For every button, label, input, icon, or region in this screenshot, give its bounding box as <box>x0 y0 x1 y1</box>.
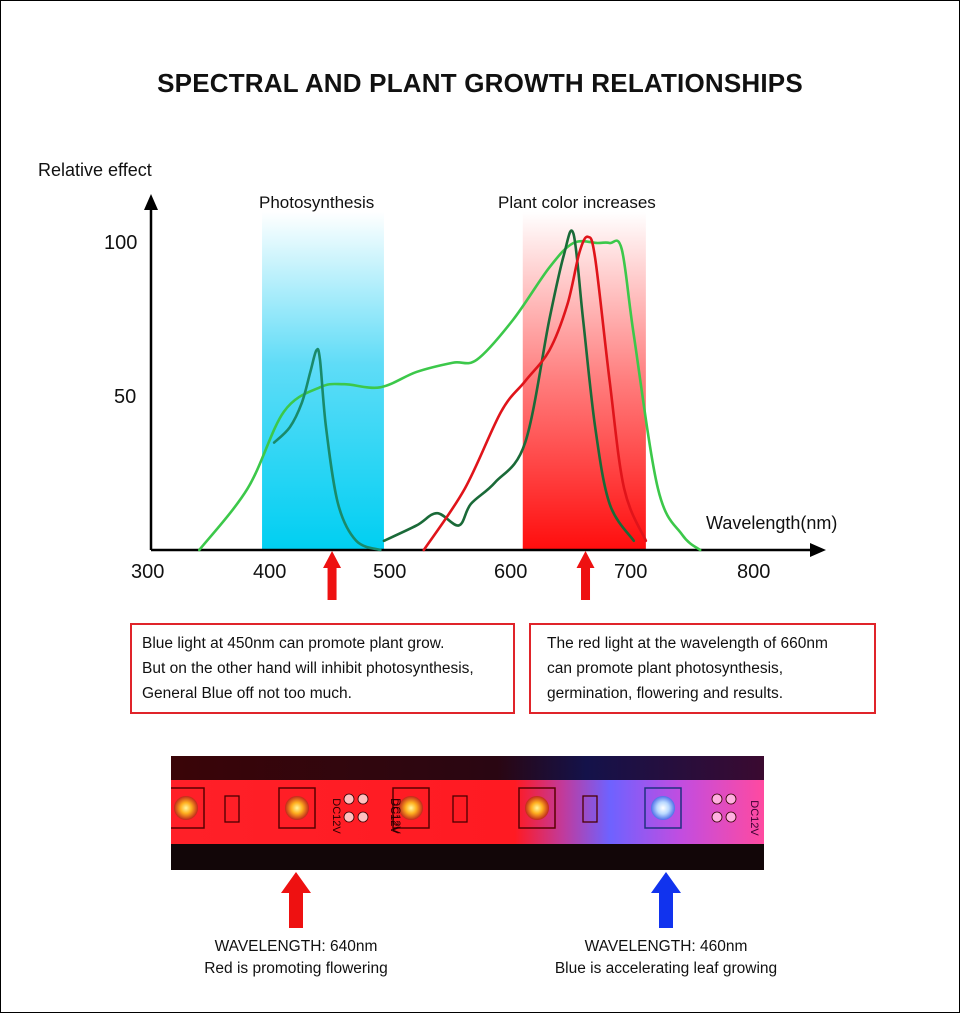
led-chip-red <box>171 787 205 829</box>
band-label-plant-color: Plant color increases <box>498 193 656 212</box>
resistor <box>452 795 468 823</box>
resistor <box>224 795 240 823</box>
red-caption-wavelength: WAVELENGTH: 640nm <box>214 938 378 955</box>
x-tick-label: 400 <box>253 561 287 583</box>
blue-caption-text: Blue is accelerating leaf growing <box>554 960 778 977</box>
note-line: But on the other hand will inhibit photo… <box>142 660 474 677</box>
led-chip-red <box>278 787 316 829</box>
red-light-note: The red light at the wavelength of 660nm… <box>529 623 876 714</box>
note-line: The red light at the wavelength of 660nm <box>547 635 828 652</box>
y-axis-arrowhead <box>144 194 158 210</box>
series-line-green <box>197 239 702 552</box>
blue-caption-wavelength: WAVELENGTH: 460nm <box>584 938 748 955</box>
pointer-arrow-660nm <box>576 551 595 600</box>
strip-print: DC12V <box>330 798 342 834</box>
x-tick-label: 500 <box>373 561 407 583</box>
x-axis-arrowhead <box>810 543 826 557</box>
y-tick-label: 100 <box>104 232 138 254</box>
series-line-red <box>422 235 648 552</box>
red-caption-text: Red is promoting flowering <box>204 960 388 977</box>
x-tick-label: 300 <box>131 561 165 583</box>
x-tick-label: 800 <box>737 561 771 583</box>
strip-print: DC12V <box>388 798 400 834</box>
x-tick-label: 700 <box>614 561 648 583</box>
blue-caption: WAVELENGTH: 460nm Blue is accelerating l… <box>516 936 816 980</box>
blue-light-note: Blue light at 450nm can promote plant gr… <box>130 623 515 714</box>
series-line-teal <box>272 347 382 552</box>
note-line: can promote plant photosynthesis, <box>547 660 784 677</box>
solder-pads <box>711 793 737 823</box>
pointer-arrow-450nm <box>323 551 342 600</box>
note-line: Blue light at 450nm can promote plant gr… <box>142 635 445 652</box>
x-axis-label: Wavelength(nm) <box>706 513 838 533</box>
series-line-darkgreen <box>382 229 636 543</box>
led-chip-blue <box>644 787 682 829</box>
led-chip-red <box>518 787 556 829</box>
band-label-photosynthesis: Photosynthesis <box>259 193 375 212</box>
note-line: General Blue off not too much. <box>142 685 352 702</box>
y-axis-label: Relative effect <box>38 160 152 180</box>
red-caption: WAVELENGTH: 640nm Red is promoting flowe… <box>146 936 446 980</box>
spectrum-chart <box>144 194 826 600</box>
y-tick-label: 50 <box>114 386 137 408</box>
x-tick-label: 600 <box>494 561 528 583</box>
strip-print: DC12V <box>390 798 402 834</box>
page-title: SPECTRAL AND PLANT GROWTH RELATIONSHIPS <box>157 68 803 98</box>
led-chip-red <box>392 787 430 829</box>
solder-pads <box>343 793 369 823</box>
led-strip-photo: DC12V DC12V DC12V DC12V <box>171 756 764 870</box>
strip-print: DC12V <box>748 800 760 836</box>
resistor <box>582 795 598 823</box>
note-line: germination, flowering and results. <box>547 685 784 702</box>
